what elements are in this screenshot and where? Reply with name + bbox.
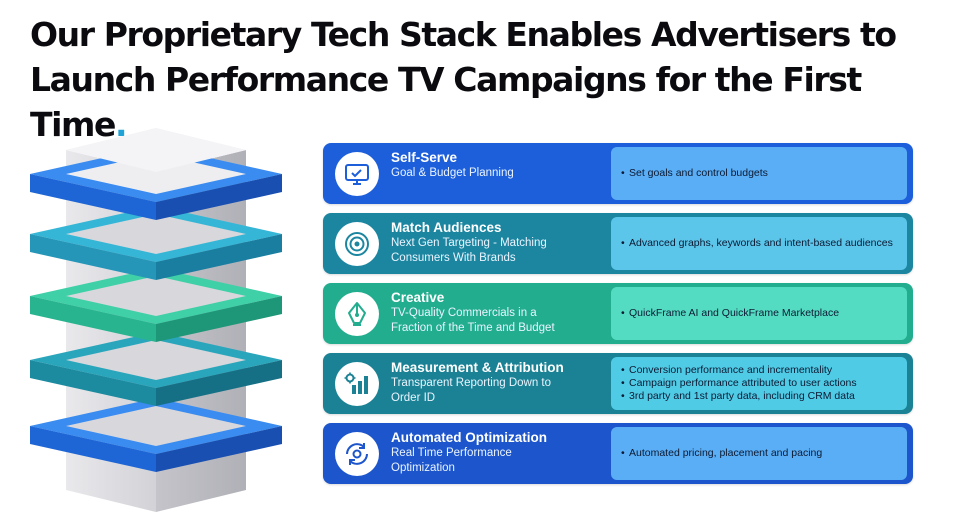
stack-layer-automated-optimization — [30, 398, 282, 472]
tech-stack-illustration — [30, 128, 282, 512]
icon-badge — [335, 222, 379, 266]
feature-row-self-serve: Self-Serve Goal & Budget Planning Set go… — [323, 143, 913, 204]
icon-badge — [335, 292, 379, 336]
row-subtitle-line-1: Goal & Budget Planning — [391, 167, 514, 179]
row-text: Measurement & Attribution Transparent Re… — [391, 359, 599, 406]
feature-row-automated-optimization: Automated Optimization Real Time Perform… — [323, 423, 913, 484]
row-bullets: QuickFrame AI and QuickFrame Marketplace — [611, 287, 907, 340]
row-subtitle-line-1: Transparent Reporting Down to — [391, 377, 552, 389]
row-text: Match Audiences Next Gen Targeting - Mat… — [391, 219, 599, 266]
title-line-2: Launch Performance TV Campaigns for the … — [30, 57, 950, 147]
title-dot: . — [115, 105, 128, 144]
stack-layer-creative — [30, 268, 282, 342]
bullet-item: Campaign performance attributed to user … — [621, 377, 897, 390]
bullet-item: Automated pricing, placement and pacing — [621, 447, 897, 460]
row-subtitle-line-1: Next Gen Targeting - Matching — [391, 237, 547, 249]
title-line-2-text: Launch Performance TV Campaigns for the … — [30, 60, 862, 144]
icon-badge — [335, 362, 379, 406]
target-icon — [345, 232, 369, 256]
stack-layer-measurement — [30, 332, 282, 406]
row-text: Automated Optimization Real Time Perform… — [391, 429, 599, 476]
feature-row-match-audiences: Match Audiences Next Gen Targeting - Mat… — [323, 213, 913, 274]
icon-badge — [335, 432, 379, 476]
pillar-cap — [66, 128, 246, 172]
row-title: Creative — [391, 290, 445, 305]
page-title: Our Proprietary Tech Stack Enables Adver… — [30, 12, 950, 147]
monitor-check-icon — [345, 164, 369, 185]
row-title: Match Audiences — [391, 220, 502, 235]
row-title: Automated Optimization — [391, 430, 547, 445]
row-subtitle-line-2: Optimization — [391, 462, 455, 474]
bar-chart-gear-icon — [344, 372, 368, 394]
pen-nib-icon — [348, 302, 366, 326]
feature-row-creative: Creative TV-Quality Commercials in a Fra… — [323, 283, 913, 344]
feature-rows: Self-Serve Goal & Budget Planning Set go… — [323, 143, 913, 493]
row-subtitle-line-1: TV-Quality Commercials in a — [391, 307, 537, 319]
bullet-item: Advanced graphs, keywords and intent-bas… — [621, 237, 897, 250]
stack-layer-self-serve — [30, 146, 282, 220]
row-subtitle-line-2: Order ID — [391, 392, 436, 404]
bullet-item: 3rd party and 1st party data, including … — [621, 390, 897, 403]
row-title: Measurement & Attribution — [391, 360, 564, 375]
stack-layer-match-audiences — [30, 206, 282, 280]
row-text: Creative TV-Quality Commercials in a Fra… — [391, 289, 599, 336]
row-subtitle-line-2: Fraction of the Time and Budget — [391, 322, 555, 334]
row-bullets: Automated pricing, placement and pacing — [611, 427, 907, 480]
row-title: Self-Serve — [391, 150, 458, 165]
row-bullets: Advanced graphs, keywords and intent-bas… — [611, 217, 907, 270]
row-subtitle-line-2: Consumers With Brands — [391, 252, 516, 264]
title-line-1: Our Proprietary Tech Stack Enables Adver… — [30, 15, 897, 54]
bullet-item: Conversion performance and incrementalit… — [621, 364, 897, 377]
row-text: Self-Serve Goal & Budget Planning — [391, 149, 599, 181]
row-subtitle-line-1: Real Time Performance — [391, 447, 512, 459]
row-bullets: Set goals and control budgets — [611, 147, 907, 200]
feature-row-measurement-attribution: Measurement & Attribution Transparent Re… — [323, 353, 913, 414]
row-bullets: Conversion performance and incrementalit… — [611, 357, 907, 410]
gear-cycle-icon — [346, 443, 368, 465]
bullet-item: Set goals and control budgets — [621, 167, 897, 180]
bullet-item: QuickFrame AI and QuickFrame Marketplace — [621, 307, 897, 320]
icon-badge — [335, 152, 379, 196]
